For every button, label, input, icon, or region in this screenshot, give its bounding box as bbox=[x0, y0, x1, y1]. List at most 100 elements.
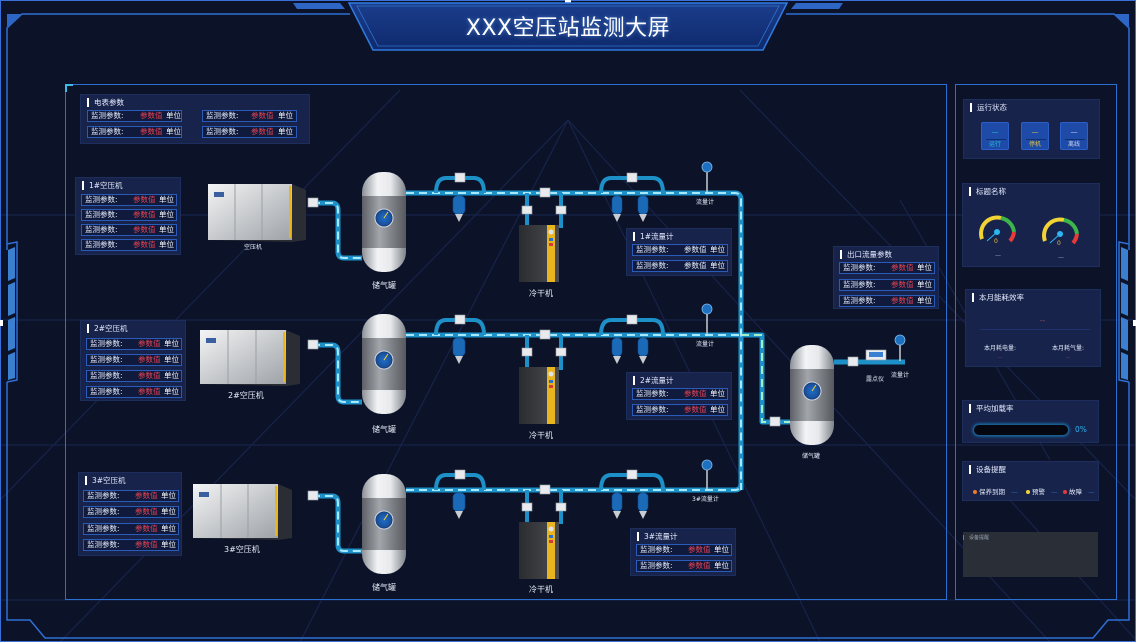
param-label: 监测参数: bbox=[87, 524, 120, 533]
param-unit: 单位 bbox=[159, 195, 174, 204]
compressor-3-title: 3#空压机 bbox=[85, 476, 126, 485]
header-banner: XXX空压站监测大屏 bbox=[345, 0, 791, 52]
param-unit: 单位 bbox=[166, 127, 181, 136]
param-label: 监测参数: bbox=[636, 261, 669, 270]
status-offline-label: 离线 bbox=[1067, 141, 1080, 148]
alert-warning[interactable]: 预警 — bbox=[1026, 486, 1058, 496]
device-alert-list[interactable]: 设备提醒 bbox=[963, 532, 1098, 577]
param-value: 参数值 bbox=[140, 127, 163, 136]
tank-1-caption: 储气罐 bbox=[372, 281, 396, 290]
status-stopped-button[interactable]: — 停机 bbox=[1021, 122, 1049, 150]
compressor-param-row: 监测参数:参数值单位 bbox=[81, 194, 177, 206]
dryer-1-caption: 冷干机 bbox=[529, 289, 553, 298]
load-rate-progress bbox=[973, 424, 1069, 436]
param-label: 监测参数: bbox=[91, 111, 124, 120]
load-rate-title: 平均加载率 bbox=[969, 404, 1014, 413]
outlet-tank-caption: 储气罐 bbox=[802, 453, 821, 460]
param-value: 参数值 bbox=[684, 389, 707, 398]
alert-warning-count: — bbox=[1051, 488, 1058, 496]
param-unit: 单位 bbox=[710, 389, 725, 398]
compressor-param-row: 监测参数:参数值单位 bbox=[83, 506, 179, 518]
device-alerts-title: 设备提醒 bbox=[969, 465, 1006, 474]
compressor-param-row: 监测参数:参数值单位 bbox=[86, 370, 182, 382]
alert-fault[interactable]: 故障 — bbox=[1063, 486, 1095, 496]
param-label: 监测参数: bbox=[87, 507, 120, 516]
diagram-frame bbox=[65, 84, 947, 600]
flowmeter-3-panel: 3#流量计 监测参数:参数值单位 监测参数:参数值单位 bbox=[630, 528, 736, 576]
status-running-button[interactable]: — 运行 bbox=[981, 122, 1009, 150]
alert-fault-count: — bbox=[1088, 488, 1095, 496]
gauge-1-value: 0 bbox=[994, 238, 998, 245]
flow-meter-1-caption: 流量计 bbox=[696, 199, 715, 206]
param-label: 监测参数: bbox=[90, 387, 123, 396]
warning-dot-icon bbox=[1026, 490, 1030, 494]
param-unit: 单位 bbox=[710, 245, 725, 254]
flowmeter-3-title: 3#流量计 bbox=[637, 532, 678, 541]
outlet-param-row: 监测参数:参数值单位 bbox=[839, 279, 935, 291]
meter-param-row: 监测参数: 参数值 单位 bbox=[202, 126, 297, 138]
param-label: 监测参数: bbox=[87, 491, 120, 500]
alert-maintenance[interactable]: 保养到期 — bbox=[973, 486, 1018, 496]
flowmeter-param-row: 监测参数:参数值单位 bbox=[636, 560, 732, 572]
compressor-param-row: 监测参数:参数值单位 bbox=[81, 224, 177, 236]
param-unit: 单位 bbox=[278, 127, 293, 136]
param-unit: 单位 bbox=[917, 280, 932, 289]
param-value: 参数值 bbox=[140, 111, 163, 120]
param-unit: 单位 bbox=[710, 405, 725, 414]
side-panel-frame bbox=[955, 84, 1117, 600]
status-offline-button[interactable]: — 离线 bbox=[1060, 122, 1088, 150]
load-rate-percent: 0% bbox=[1075, 425, 1087, 434]
meter-params-panel: 电表参数 监测参数: 参数值 单位 监测参数: 参数值 单位 监测参数: 参数值… bbox=[80, 94, 310, 144]
gauge-2-value: 0 bbox=[1057, 240, 1061, 247]
param-label: 监测参数: bbox=[85, 195, 118, 204]
param-value: 参数值 bbox=[133, 240, 156, 249]
param-unit: 单位 bbox=[278, 111, 293, 120]
compressor-param-row: 监测参数:参数值单位 bbox=[83, 490, 179, 502]
outlet-param-row: 监测参数:参数值单位 bbox=[839, 262, 935, 274]
alert-maintenance-label: 保养到期 bbox=[979, 488, 1005, 496]
efficiency-divider bbox=[980, 329, 1090, 330]
flowmeter-param-row: 监测参数:参数值单位 bbox=[632, 404, 728, 416]
param-value: 参数值 bbox=[891, 280, 914, 289]
param-value: 参数值 bbox=[133, 225, 156, 234]
status-running-value: — bbox=[991, 128, 999, 136]
flowmeter-1-panel: 1#流量计 监测参数:参数值单位 监测参数:参数值单位 bbox=[626, 228, 732, 276]
param-unit: 单位 bbox=[159, 210, 174, 219]
maintenance-dot-icon bbox=[973, 490, 977, 494]
param-unit: 单位 bbox=[161, 540, 176, 549]
tank-3-caption: 储气罐 bbox=[372, 583, 396, 592]
param-unit: 单位 bbox=[917, 263, 932, 272]
flowmeter-2-title: 2#流量计 bbox=[633, 376, 674, 385]
flowmeter-1-title: 1#流量计 bbox=[633, 232, 674, 241]
flowmeter-2-panel: 2#流量计 监测参数:参数值单位 监测参数:参数值单位 bbox=[626, 372, 732, 420]
param-label: 监测参数: bbox=[843, 296, 876, 305]
meter-param-row: 监测参数: 参数值 单位 bbox=[202, 110, 297, 122]
flow-meter-3-caption: 3#流量计 bbox=[692, 496, 719, 503]
gauges-svg bbox=[979, 215, 1079, 245]
run-status-title: 运行状态 bbox=[970, 103, 1007, 112]
param-label: 监测参数: bbox=[640, 545, 673, 554]
param-value: 参数值 bbox=[684, 405, 707, 414]
param-value: 参数值 bbox=[251, 111, 274, 120]
param-value: 参数值 bbox=[138, 387, 161, 396]
param-label: 监测参数: bbox=[206, 127, 239, 136]
param-value: 参数值 bbox=[135, 524, 158, 533]
param-value: 参数值 bbox=[684, 261, 707, 270]
param-label: 监测参数: bbox=[85, 240, 118, 249]
status-offline-value: — bbox=[1070, 128, 1078, 136]
flowmeter-param-row: 监测参数:参数值单位 bbox=[632, 388, 728, 400]
outlet-flow-meter-caption: 流量计 bbox=[891, 372, 910, 379]
flow-meter-2-caption: 流量计 bbox=[696, 341, 715, 348]
alert-maintenance-count: — bbox=[1011, 488, 1018, 496]
compressor-1-panel: 1#空压机 监测参数:参数值单位 监测参数:参数值单位 监测参数:参数值单位 监… bbox=[75, 177, 181, 255]
param-label: 监测参数: bbox=[87, 540, 120, 549]
param-value: 参数值 bbox=[251, 127, 274, 136]
param-value: 参数值 bbox=[688, 545, 711, 554]
param-unit: 单位 bbox=[714, 561, 729, 570]
compressor-3-panel: 3#空压机 监测参数:参数值单位 监测参数:参数值单位 监测参数:参数值单位 监… bbox=[78, 472, 182, 556]
param-value: 参数值 bbox=[684, 245, 707, 254]
efficiency-main-value: -- bbox=[1040, 317, 1046, 325]
device-alerts-panel: 设备提醒 保养到期 — 预警 — 故障 — bbox=[962, 461, 1099, 501]
param-label: 监测参数: bbox=[206, 111, 239, 120]
